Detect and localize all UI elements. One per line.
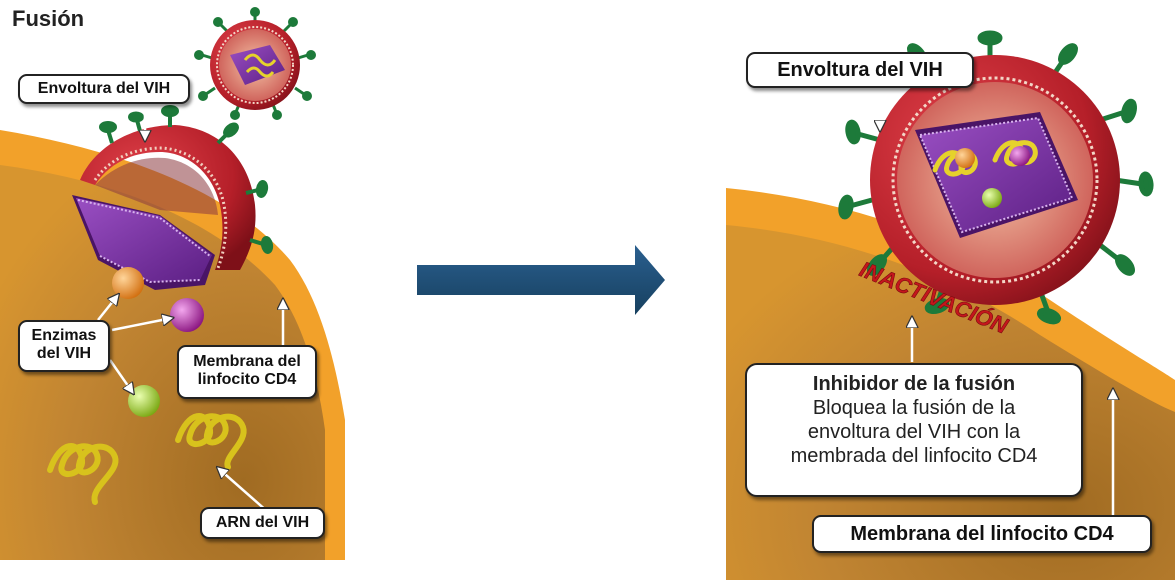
right-capsid [915,112,1078,238]
process-arrow [417,245,665,315]
inhibitor-body-line3: membrada del linfocito CD4 [790,445,1038,467]
rna-label: ARN del VIH [200,507,325,539]
left-membrane-label-line2: linfocito CD4 [197,371,297,389]
enzyme-green [128,385,160,417]
left-pointers [97,103,283,513]
diagram-title: Fusión [12,6,85,31]
left-fusing-virus [72,105,274,290]
enzyme-orange [112,267,144,299]
left-panel [0,7,345,560]
inhibitor-title: Inhibidor de la fusión [812,373,1016,395]
right-virus [838,30,1154,325]
fusion-inhibitor-box: Inhibidor de la fusión Bloquea la fusión… [745,363,1083,497]
inhibitor-body-line2: envoltura del VIH con la [807,421,1021,443]
left-membrane-label-line1: Membrana del [193,353,301,370]
left-membrane-label: Membrana del linfocito CD4 [177,345,317,399]
rna-coils [47,413,247,505]
enzymes [112,267,204,417]
right-panel: INACTIVACIÓN [726,30,1175,580]
small-virus [194,7,316,120]
enzymes-label-line2: del VIH [36,345,92,363]
right-envelope-label: Envoltura del VIH [746,52,974,88]
left-envelope-label: Envoltura del VIH [18,74,190,104]
enzymes-label-line1: Enzimas [31,327,97,344]
right-pointers [880,85,1113,515]
left-spikes [99,105,274,254]
enzymes-label: Enzimas del VIH [18,320,110,372]
enzyme-magenta [170,298,204,332]
right-membrane-label: Membrana del linfocito CD4 [812,515,1152,553]
inhibitor-body-line1: Bloquea la fusión de la [812,397,1016,419]
left-capsid [72,195,215,290]
